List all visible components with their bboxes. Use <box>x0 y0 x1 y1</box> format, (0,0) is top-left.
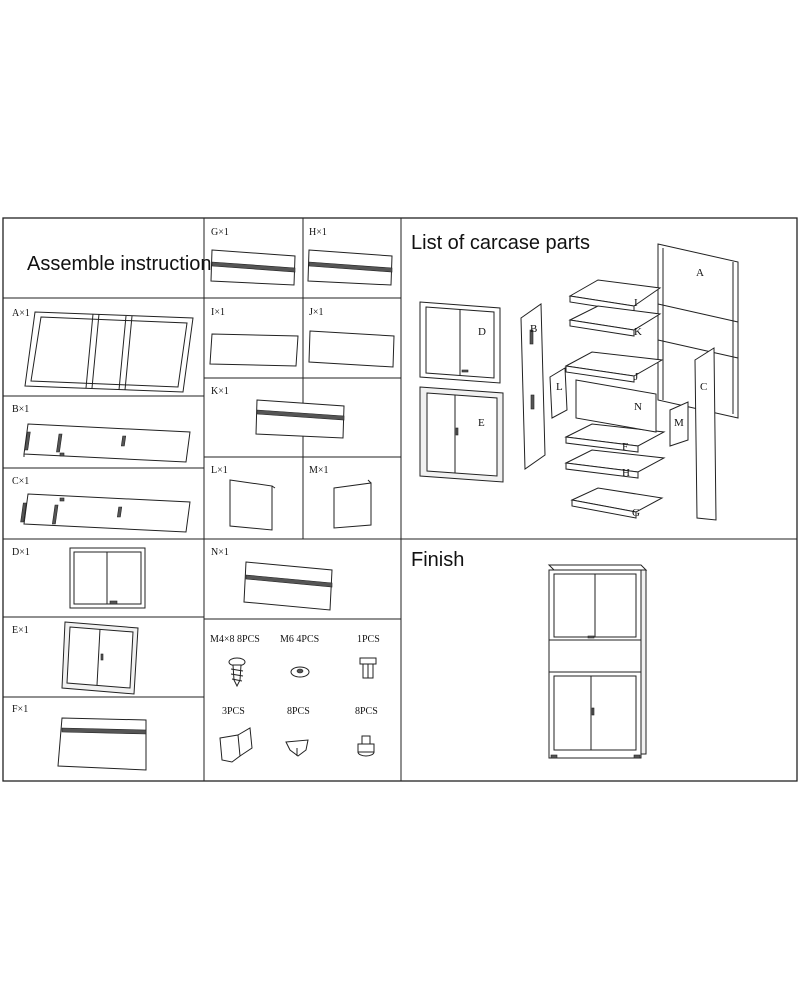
part-label-d: D×1 <box>12 547 30 558</box>
sheet-grid <box>2 217 798 782</box>
shelf-bracket-icon <box>219 727 253 763</box>
hardware-label-screw: M4×8 8PCS <box>210 634 260 645</box>
part-label-n: N×1 <box>211 547 229 558</box>
part-k-panel <box>255 399 345 439</box>
exploded-label-f: F <box>622 441 628 453</box>
exploded-label-k: K <box>634 326 642 338</box>
finish-title: Finish <box>411 549 464 571</box>
exploded-label-m: M <box>674 417 684 429</box>
part-j-shelf <box>308 330 395 368</box>
exploded-label-l: L <box>556 381 563 393</box>
exploded-label-h: H <box>622 467 630 479</box>
part-h-rail <box>307 249 393 286</box>
exploded-label-a: A <box>696 267 704 279</box>
exploded-label-g: G <box>632 507 640 519</box>
part-n-panel <box>243 561 333 611</box>
washer-icon <box>290 666 310 678</box>
part-label-k: K×1 <box>211 386 229 397</box>
exploded-view <box>419 243 739 521</box>
lock-cylinder-icon <box>359 657 377 679</box>
part-c-side-panel <box>20 493 191 533</box>
part-label-f: F×1 <box>12 704 28 715</box>
exploded-label-i: I <box>634 297 638 309</box>
hardware-label-bracket: 3PCS <box>222 706 245 717</box>
screw-icon <box>228 657 246 688</box>
part-a-back-frame <box>24 311 194 393</box>
exploded-label-c: C <box>700 381 707 393</box>
part-d-upper-door <box>69 547 146 609</box>
part-l-panel <box>229 479 276 531</box>
part-label-g: G×1 <box>211 227 229 238</box>
part-g-rail <box>210 249 296 286</box>
part-label-c: C×1 <box>12 476 29 487</box>
shelf-clip-icon <box>285 739 309 757</box>
part-label-j: J×1 <box>309 307 324 318</box>
hardware-label-lock: 1PCS <box>357 634 380 645</box>
hardware-label-foot: 8PCS <box>355 706 378 717</box>
hardware-label-washer: M6 4PCS <box>280 634 319 645</box>
exploded-label-j: J <box>634 371 639 383</box>
assemble-instruction-title: Assemble instruction <box>27 253 212 275</box>
part-label-b: B×1 <box>12 404 29 415</box>
exploded-label-b: B <box>530 323 537 335</box>
part-b-side-panel <box>23 423 191 463</box>
part-label-e: E×1 <box>12 625 29 636</box>
part-m-panel <box>333 479 372 529</box>
carcase-parts-title: List of carcase parts <box>411 232 590 254</box>
part-label-m: M×1 <box>309 465 329 476</box>
part-f-shelf <box>57 717 147 771</box>
part-i-shelf <box>209 333 299 367</box>
part-label-l: L×1 <box>211 465 228 476</box>
exploded-label-n: N <box>634 401 642 413</box>
part-label-h: H×1 <box>309 227 327 238</box>
foot-pad-icon <box>357 735 375 757</box>
exploded-label-d: D <box>478 326 486 338</box>
part-e-lower-door <box>61 621 139 695</box>
part-label-i: I×1 <box>211 307 225 318</box>
finished-cabinet <box>547 564 648 759</box>
hardware-label-clip: 8PCS <box>287 706 310 717</box>
part-label-a: A×1 <box>12 308 30 319</box>
exploded-label-e: E <box>478 417 485 429</box>
